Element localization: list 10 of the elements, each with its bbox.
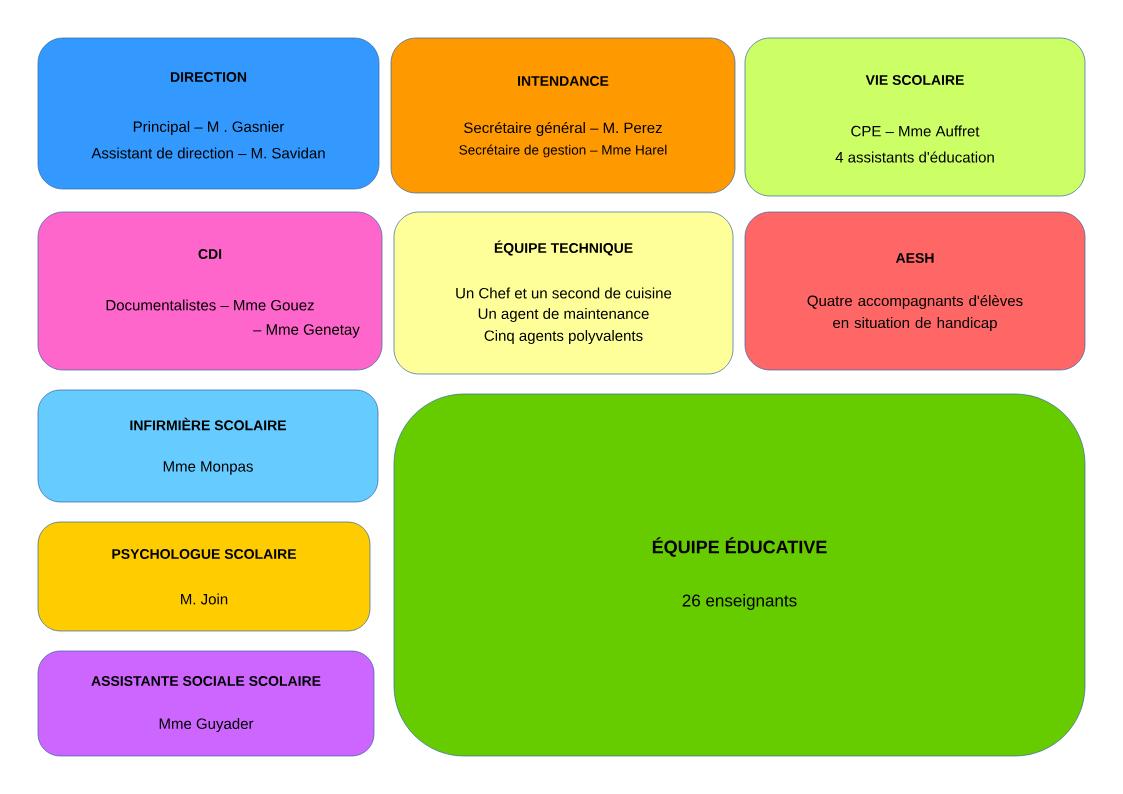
team-box: VIE SCOLAIRE CPE – Mme Auffret 4 assistants d'éducation <box>744 37 1086 197</box>
team-box: INTENDANCE Secrétaire général – M. Perez Secrétaire de gestion – Mme Harel <box>390 37 736 194</box>
team-box: ÉQUIPE TECHNIQUE Un Chef et un second de cuisine Un agent de maintenance Cinq agents polyvalents <box>393 211 734 375</box>
team-box: ÉQUIPE ÉDUCATIVE 26 enseignants <box>393 393 1086 757</box>
team-box: CDI Documentalistes – Mme Gouez – Mme Genetay <box>37 211 383 371</box>
team-box: AESH Quatre accompagnants d'élèves en situation de handicap <box>744 211 1086 371</box>
team-box: ASSISTANTE SOCIALE SCOLAIRE Mme Guyader <box>37 650 375 757</box>
team-box: DIRECTION Principal – M . Gasnier Assistant de direction – M. Savidan <box>37 37 380 190</box>
team-box: INFIRMIÈRE SCOLAIRE Mme Monpas <box>37 389 379 503</box>
team-box: PSYCHOLOGUE SCOLAIRE M. Join <box>37 521 371 632</box>
